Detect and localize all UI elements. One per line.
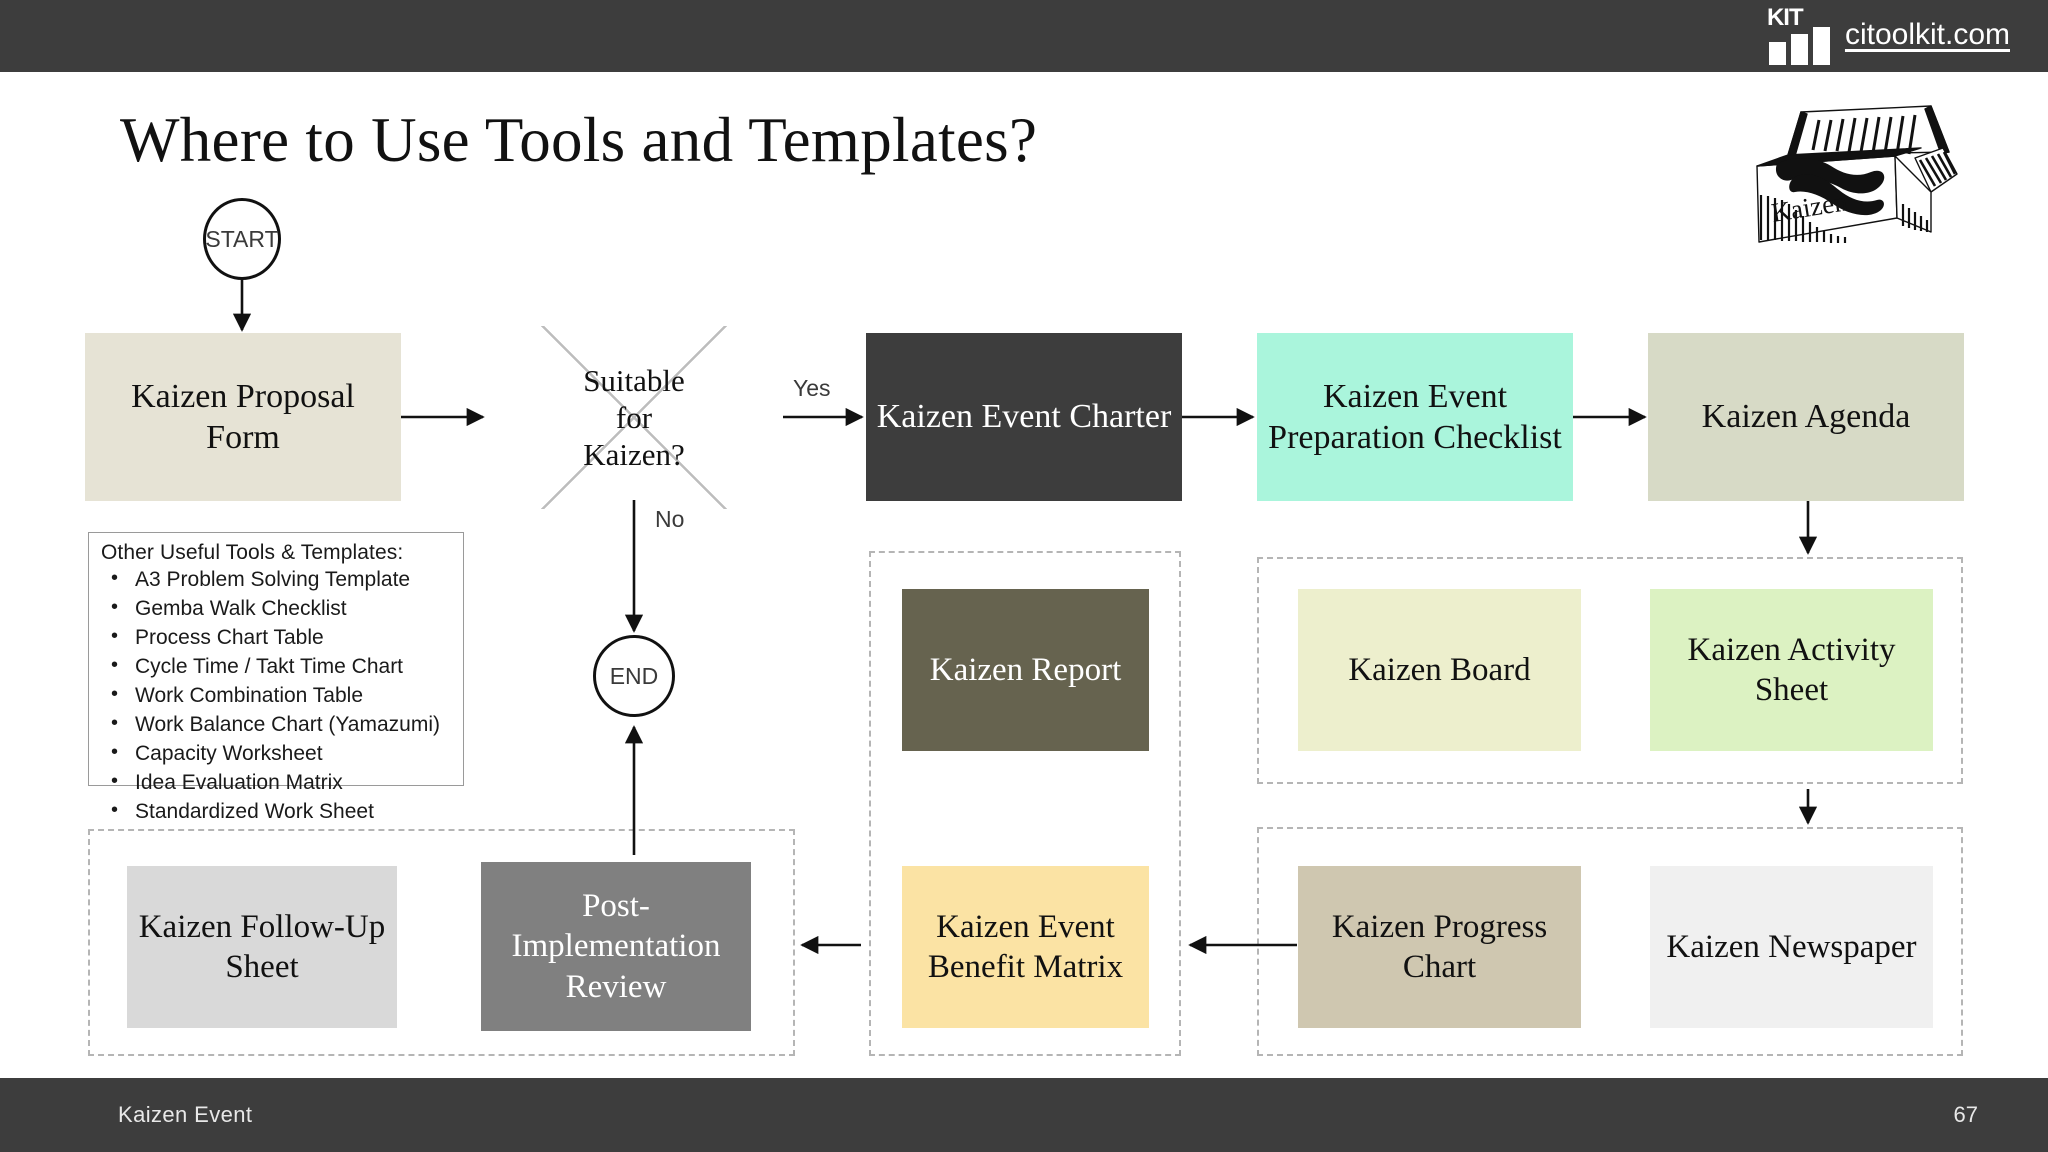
node-kaizen-newspaper[interactable]: Kaizen Newspaper bbox=[1650, 866, 1933, 1028]
node-kaizen-activity-sheet[interactable]: Kaizen Activity Sheet bbox=[1650, 589, 1933, 751]
group-progress-dashed bbox=[1257, 827, 1963, 1056]
footer-page-number: 67 bbox=[1953, 1102, 1978, 1127]
kaizen-toolbox-illustration: Kaizen bbox=[1735, 100, 1975, 275]
node-label: Kaizen Event Benefit Matrix bbox=[927, 908, 1124, 985]
flow-start-node: START bbox=[203, 198, 281, 280]
brand-url-text[interactable]: citoolkit.com bbox=[1844, 18, 2010, 51]
decision-label-line2: for bbox=[615, 399, 653, 435]
flow-end-label: END bbox=[609, 662, 659, 689]
list-item: Standardized Work Sheet bbox=[101, 797, 453, 827]
node-kaizen-progress-chart[interactable]: Kaizen Progress Chart bbox=[1298, 866, 1581, 1028]
group-board-dashed bbox=[1257, 557, 1963, 784]
node-label: Kaizen Proposal Form bbox=[131, 377, 355, 456]
list-item: Work Combination Table bbox=[101, 681, 453, 711]
diamond-shape bbox=[484, 326, 784, 509]
node-label: Kaizen Event Charter bbox=[876, 398, 1172, 436]
other-tools-heading: Other Useful Tools & Templates: bbox=[101, 541, 404, 564]
node-label: Kaizen Progress Chart bbox=[1331, 908, 1548, 985]
footer-section-label: Kaizen Event bbox=[118, 1102, 253, 1127]
node-kaizen-event-benefit-matrix[interactable]: Kaizen Event Benefit Matrix bbox=[902, 866, 1149, 1028]
node-label: Kaizen Newspaper bbox=[1666, 928, 1917, 965]
footer-bar: Kaizen Event 67 bbox=[0, 1078, 2048, 1152]
list-item: Work Balance Chart (Yamazumi) bbox=[101, 710, 453, 740]
node-label: Kaizen Board bbox=[1348, 651, 1531, 688]
node-label: Kaizen Agenda bbox=[1701, 398, 1911, 436]
header-bar: KIT citoolkit.com bbox=[0, 0, 2048, 72]
node-kaizen-agenda[interactable]: Kaizen Agenda bbox=[1648, 333, 1964, 501]
list-item: Cycle Time / Takt Time Chart bbox=[101, 652, 453, 682]
group-report-dashed bbox=[869, 551, 1181, 1056]
brand-logo[interactable]: KIT citoolkit.com bbox=[1767, 6, 2010, 66]
list-item: A3 Problem Solving Template bbox=[101, 565, 453, 595]
node-kaizen-event-charter[interactable]: Kaizen Event Charter bbox=[866, 333, 1182, 501]
node-label: Kaizen Activity Sheet bbox=[1687, 631, 1896, 708]
edge-label-yes: Yes bbox=[793, 375, 831, 401]
other-tools-box: Other Useful Tools & Templates: A3 Probl… bbox=[88, 532, 464, 824]
other-tools-list: A3 Problem Solving Template Gemba Walk C… bbox=[101, 565, 453, 827]
list-item: Process Chart Table bbox=[101, 623, 453, 653]
flow-start-label: START bbox=[205, 225, 279, 252]
bar-chart-icon bbox=[1767, 27, 1835, 65]
decision-suitable-for-kaizen[interactable]: Suitable for Kaizen? bbox=[484, 326, 784, 509]
decision-label-line3: Kaizen? bbox=[583, 437, 685, 473]
node-kaizen-report[interactable]: Kaizen Report bbox=[902, 589, 1149, 751]
node-kaizen-event-preparation-checklist[interactable]: Kaizen Event Preparation Checklist bbox=[1257, 333, 1573, 501]
node-label: Post-Implementation Review bbox=[511, 888, 721, 1005]
flow-end-node: END bbox=[593, 635, 675, 717]
node-kaizen-proposal-form[interactable]: Kaizen Proposal Form bbox=[85, 333, 401, 501]
node-label: Kaizen Event Preparation Checklist bbox=[1268, 377, 1562, 456]
list-item: Idea Evaluation Matrix bbox=[101, 768, 453, 798]
node-kaizen-follow-up-sheet[interactable]: Kaizen Follow-Up Sheet bbox=[127, 866, 397, 1028]
group-followup-dashed bbox=[88, 829, 795, 1056]
node-label: Kaizen Follow-Up Sheet bbox=[138, 908, 386, 985]
kit-wordmark: KIT bbox=[1766, 4, 1804, 31]
list-item: Gemba Walk Checklist bbox=[101, 594, 453, 624]
kit-logo-mark: KIT bbox=[1766, 4, 1835, 65]
list-item: Capacity Worksheet bbox=[101, 739, 453, 769]
node-post-implementation-review[interactable]: Post-Implementation Review bbox=[481, 862, 751, 1031]
decision-label: Suitable for Kaizen? bbox=[484, 326, 784, 509]
node-kaizen-board[interactable]: Kaizen Board bbox=[1298, 589, 1581, 751]
edge-label-no: No bbox=[655, 506, 685, 532]
page-title: Where to Use Tools and Templates? bbox=[120, 105, 1038, 175]
decision-label-line1: Suitable bbox=[583, 362, 685, 398]
node-label: Kaizen Report bbox=[929, 651, 1122, 688]
